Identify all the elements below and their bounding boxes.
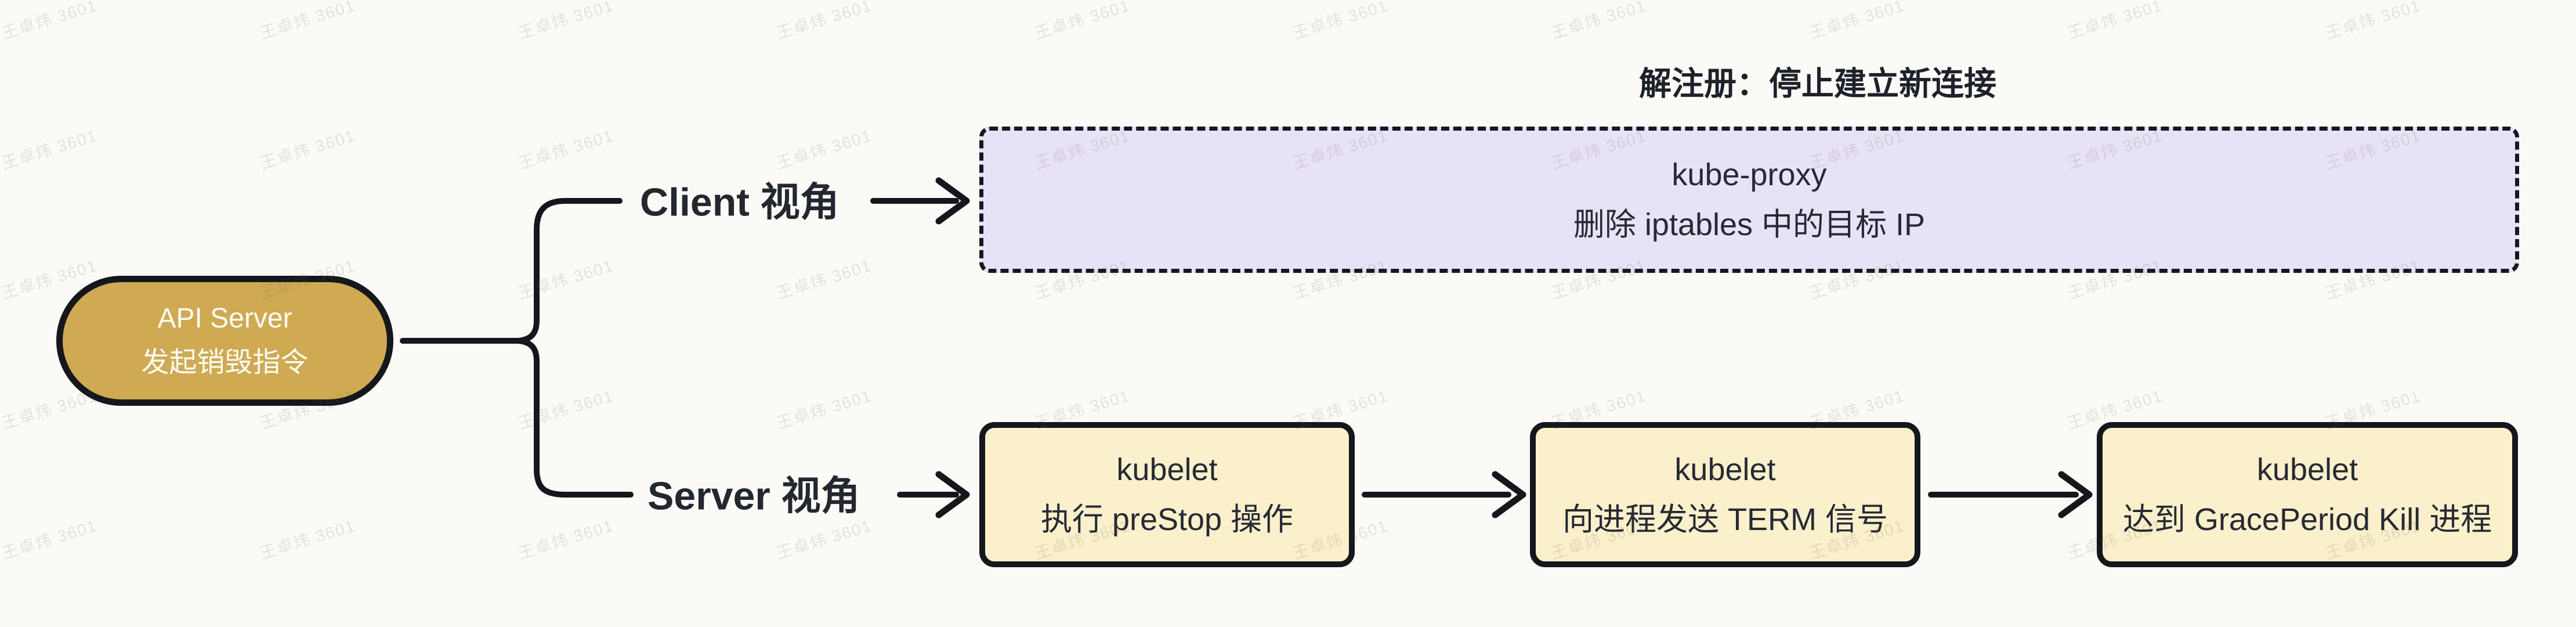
client-branch-label: Client 视角 xyxy=(640,180,840,225)
client-branch-connector xyxy=(515,198,623,344)
kubelet-term-node: kubelet 向进程发送 TERM 信号 xyxy=(1530,422,1920,567)
kubelet-term-line1: kubelet xyxy=(1674,452,1776,487)
api-server-node: API Server 发起销毁指令 xyxy=(56,276,393,406)
server-arrow-head xyxy=(935,471,970,518)
kubelet-prestop-line1: kubelet xyxy=(1116,452,1218,487)
kubelet-prestop-line2: 执行 preStop 操作 xyxy=(1040,502,1294,537)
kube-proxy-node-line2: 删除 iptables 中的目标 IP xyxy=(1573,207,1926,242)
client-arrow-head xyxy=(935,177,970,225)
deregister-annotation: 解注册：停止建立新连接 xyxy=(1639,65,1996,102)
step-arrow-2-head xyxy=(2058,471,2093,518)
server-branch-connector xyxy=(515,338,634,498)
kubelet-graceperiod-line1: kubelet xyxy=(2256,452,2358,487)
api-server-node-line1: API Server xyxy=(157,303,292,334)
kubelet-graceperiod-node: kubelet 达到 GracePeriod Kill 进程 xyxy=(2097,422,2518,567)
kubelet-graceperiod-line2: 达到 GracePeriod Kill 进程 xyxy=(2122,502,2492,537)
kubelet-prestop-node: kubelet 执行 preStop 操作 xyxy=(979,422,1355,567)
kube-proxy-node-line1: kube-proxy xyxy=(1671,157,1827,192)
server-branch-label: Server 视角 xyxy=(647,474,860,518)
step-arrow-1-head xyxy=(1492,471,1526,518)
kube-proxy-node: kube-proxy 删除 iptables 中的目标 IP xyxy=(979,127,2519,273)
kubelet-term-line2: 向进程发送 TERM 信号 xyxy=(1562,502,1888,537)
api-server-node-line2: 发起销毁指令 xyxy=(141,347,309,378)
